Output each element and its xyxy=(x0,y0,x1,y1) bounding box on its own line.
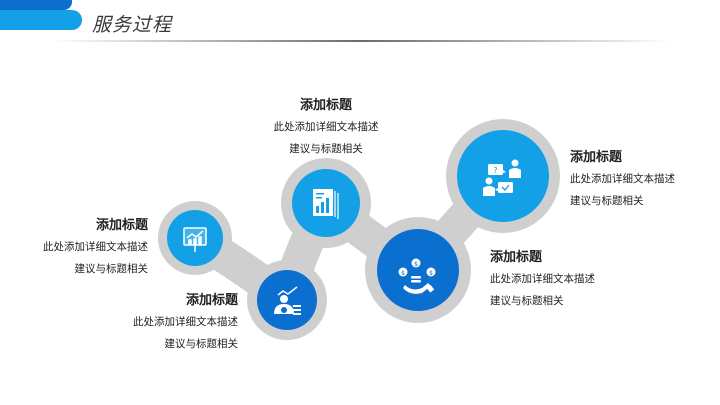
step-1-node xyxy=(167,210,223,266)
report-document-icon xyxy=(313,189,339,219)
step-3-text: 添加标题 此处添加详细文本描述 建议与标题相关 xyxy=(256,98,396,156)
step-1-desc-line1: 此处添加详细文本描述 xyxy=(43,241,148,253)
step-2-desc-line2: 建议与标题相关 xyxy=(164,338,239,350)
step-1-desc-line2: 建议与标题相关 xyxy=(74,263,149,275)
step-4-title: 添加标题 xyxy=(490,250,543,265)
step-3-node xyxy=(292,169,360,237)
step-5-node: ? xyxy=(457,130,549,222)
presentation-chart-icon xyxy=(183,227,207,252)
step-5-title: 添加标题 xyxy=(570,150,623,165)
svg-text:$: $ xyxy=(414,261,418,268)
step-5-desc-line2: 建议与标题相关 xyxy=(570,195,644,207)
step-2-node xyxy=(257,270,317,330)
step-2-text: 添加标题 此处添加详细文本描述 建议与标题相关 xyxy=(98,293,238,351)
header-accent-bar xyxy=(0,10,82,30)
consultation-icon: ? xyxy=(483,159,521,196)
svg-text:?: ? xyxy=(493,166,497,175)
step-3-desc-line1: 此处添加详细文本描述 xyxy=(273,121,379,133)
step-5-desc-line1: 此处添加详细文本描述 xyxy=(570,173,675,185)
page-title: 服务过程 xyxy=(92,14,173,36)
step-3-title: 添加标题 xyxy=(299,98,352,113)
step-2-title: 添加标题 xyxy=(185,293,238,308)
step-1-text: 添加标题 此处添加详细文本描述 建议与标题相关 xyxy=(8,218,148,276)
step-3-desc-line2: 建议与标题相关 xyxy=(289,143,363,155)
header-accent-bar-top xyxy=(0,0,72,10)
title-divider xyxy=(52,40,672,42)
investor-growth-icon xyxy=(274,286,301,315)
step-5-text: 添加标题 此处添加详细文本描述 建议与标题相关 xyxy=(570,150,720,208)
step-4-desc-line1: 此处添加详细文本描述 xyxy=(490,273,595,285)
step-4-node: $ $ $ xyxy=(377,229,459,311)
svg-text:$: $ xyxy=(401,270,405,277)
step-4-text: 添加标题 此处添加详细文本描述 建议与标题相关 xyxy=(490,250,640,308)
step-1-title: 添加标题 xyxy=(95,218,148,233)
step-2-desc-line1: 此处添加详细文本描述 xyxy=(133,316,238,328)
step-4-desc-line2: 建议与标题相关 xyxy=(490,295,564,307)
svg-text:$: $ xyxy=(429,270,433,277)
money-hand-icon: $ $ $ xyxy=(398,258,436,294)
